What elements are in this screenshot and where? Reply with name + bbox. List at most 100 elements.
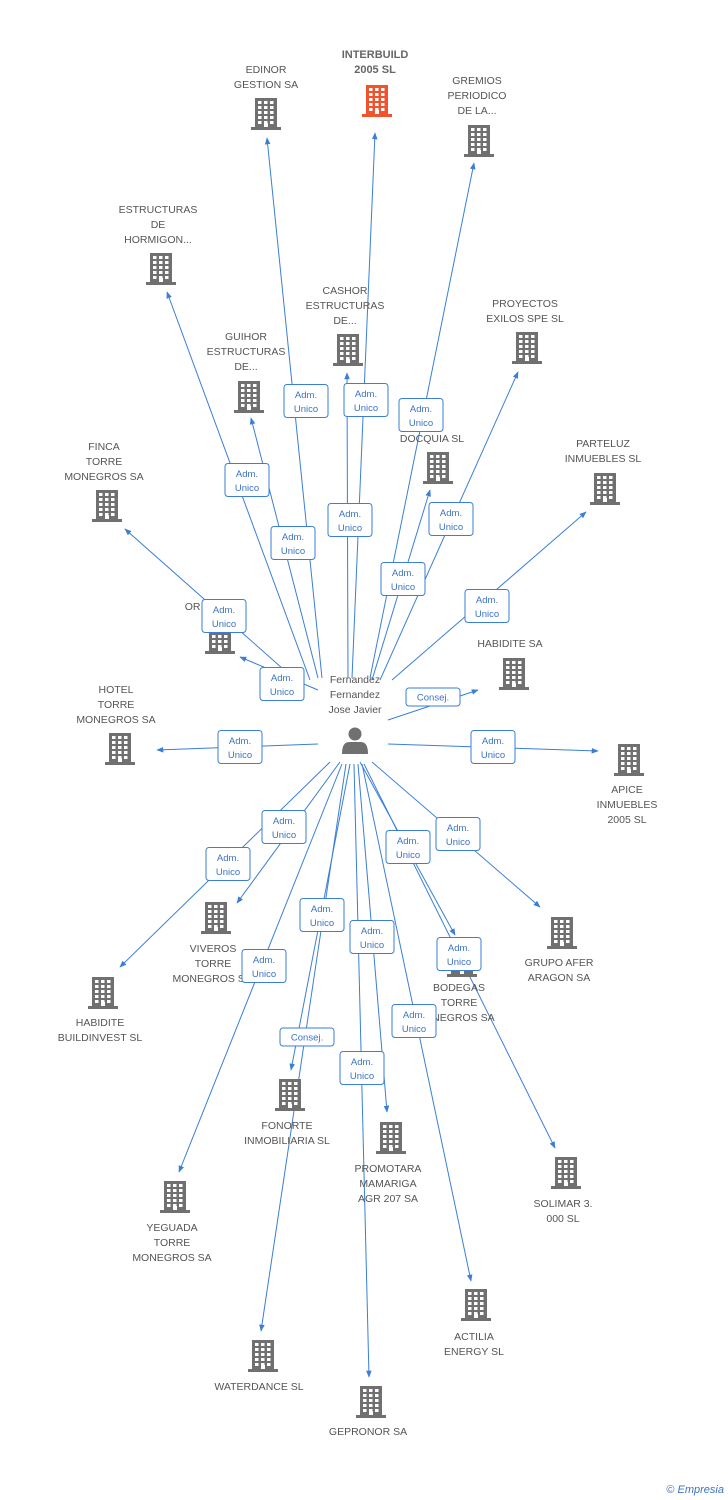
relation-label-line: Consej.: [417, 693, 449, 704]
relation-box-guihor[interactable]: Adm.Unico: [270, 526, 316, 560]
company-node-cashor[interactable]: CASHORESTRUCTURASDE...: [306, 285, 385, 366]
building-icon: [614, 744, 644, 776]
building-icon: [464, 125, 494, 157]
company-label-line: INMUEBLES SL: [565, 453, 642, 465]
relation-label-line: Adm.: [282, 532, 304, 543]
relation-box-hotel-torre[interactable]: Adm.Unico: [217, 730, 263, 764]
company-node-actilia[interactable]: ACTILIA ENERGY SL: [444, 1289, 504, 1358]
company-node-guihor[interactable]: GUIHORESTRUCTURASDE...: [207, 331, 286, 413]
footer-brand[interactable]: ©Empresia: [666, 1484, 724, 1496]
building-icon: [275, 1079, 305, 1111]
relation-box-proyectos-exilos[interactable]: Adm.Unico: [428, 502, 474, 536]
company-label-line: HOTEL: [98, 684, 133, 696]
company-label-line: HABIDITE SA: [477, 638, 542, 650]
relation-box-bodegas[interactable]: Adm.Unico: [385, 830, 431, 864]
relation-label-line: Adm.: [410, 404, 432, 415]
building-icon: [88, 977, 118, 1009]
company-label-line: GESTION SA: [234, 79, 298, 91]
company-label-line: CASHOR: [323, 285, 368, 297]
relation-label-line: Unico: [475, 609, 499, 620]
company-label-line: 2005 SL: [607, 814, 646, 826]
relation-label-line: Unico: [391, 582, 415, 593]
building-icon: [590, 473, 620, 505]
company-label-line: TORRE: [441, 997, 478, 1009]
relation-label-line: Unico: [338, 523, 362, 534]
relation-label-line: Adm.: [448, 943, 470, 954]
relation-label-line: Adm.: [403, 1010, 425, 1021]
company-label-line: WATERDANCE SL: [214, 1381, 303, 1393]
building-icon: [201, 902, 231, 934]
relation-box-edinor[interactable]: Adm.Unico: [283, 384, 329, 418]
relation-box-estructuras-hormigon[interactable]: Adm.Unico: [224, 463, 270, 497]
company-label-line: DE...: [234, 361, 257, 373]
company-label-line: BUILDINVEST SL: [58, 1032, 143, 1044]
company-node-proyectos-exilos[interactable]: PROYECTOS EXILOS SPE SL: [486, 298, 564, 364]
relation-box-actilia[interactable]: Adm.Unico: [391, 1004, 437, 1038]
relation-label-line: Consej.: [291, 1033, 323, 1044]
relation-box-finca-torre[interactable]: Adm.Unico: [201, 599, 247, 633]
relation-box-viveros[interactable]: Adm.Unico: [261, 810, 307, 844]
company-node-gepronor[interactable]: GEPRONOR SA: [329, 1386, 407, 1438]
relation-box-or[interactable]: Adm.Unico: [259, 667, 305, 701]
relation-box-docquia[interactable]: Adm. Unico: [380, 562, 426, 596]
company-label-line: FINCA: [88, 441, 120, 453]
company-label-line: FONORTE: [261, 1120, 312, 1132]
company-label-line: ENERGY SL: [444, 1346, 504, 1358]
company-label-line: TORRE: [86, 456, 123, 468]
relation-box-cashor[interactable]: Adm.Unico: [327, 503, 373, 537]
company-node-waterdance[interactable]: WATERDANCE SL: [214, 1340, 304, 1393]
relation-box-gremios[interactable]: Adm.Unico: [398, 398, 444, 432]
relation-label-line: Unico: [272, 830, 296, 841]
relation-label-line: Adm.: [392, 568, 414, 579]
company-node-solimar[interactable]: SOLIMAR 3.000 SL: [534, 1157, 593, 1225]
company-label-line: MONEGROS S...: [172, 973, 253, 985]
relation-box-parteluz[interactable]: Adm.Unico: [464, 589, 510, 623]
company-label-line: MAMARIGA: [359, 1178, 416, 1190]
relation-box-gepronor[interactable]: Adm.Unico: [349, 920, 395, 954]
company-node-promotara[interactable]: PROMOTARA MAMARIGA AGR 207 SA: [355, 1122, 422, 1205]
relation-box-promotara[interactable]: Adm.Unico: [339, 1051, 385, 1085]
company-label-line: ACTILIA: [454, 1331, 494, 1343]
company-node-habidite[interactable]: HABIDITE SA: [477, 638, 543, 690]
company-label-line: APICE: [611, 784, 643, 796]
relation-label-line: Adm.: [311, 904, 333, 915]
company-node-apice[interactable]: APICE INMUEBLES 2005 SL: [597, 744, 658, 826]
relation-label-line: Unico: [235, 483, 259, 494]
relation-box-yeguada[interactable]: Adm.Unico: [241, 949, 287, 983]
company-node-estructuras-hormigon[interactable]: ESTRUCTURASDEHORMIGON...: [119, 204, 198, 285]
relation-box-interbuild[interactable]: Adm.Unico: [343, 383, 389, 417]
relation-box-grupo-afer[interactable]: Adm.Unico: [435, 817, 481, 851]
company-label-line: YEGUADA: [146, 1222, 197, 1234]
company-label-line: PROYECTOS: [492, 298, 558, 310]
relation-box-habidite[interactable]: Consej.: [405, 687, 461, 707]
building-icon: [356, 1386, 386, 1418]
relation-box-apice[interactable]: Adm.Unico: [470, 730, 516, 764]
company-label-line: EXILOS SPE SL: [486, 313, 564, 325]
relation-box-waterdance[interactable]: Adm.Unico: [299, 898, 345, 932]
company-label-line: MONEGROS SA: [132, 1252, 211, 1264]
relation-box-fonorte[interactable]: Consej.: [279, 1027, 335, 1047]
company-label-line: SOLIMAR 3.: [534, 1198, 593, 1210]
relation-box-solimar[interactable]: Adm.Unico: [436, 937, 482, 971]
company-label-line: PROMOTARA: [355, 1163, 422, 1175]
company-label-line: AGR 207 SA: [358, 1193, 418, 1205]
relation-label-line: Adm.: [361, 926, 383, 937]
building-icon: [499, 658, 529, 690]
company-label-line: INMUEBLES: [597, 799, 658, 811]
company-label-line: GRUPO AFER: [525, 957, 594, 969]
relation-box-habidite-build[interactable]: Adm.Unico: [205, 847, 251, 881]
